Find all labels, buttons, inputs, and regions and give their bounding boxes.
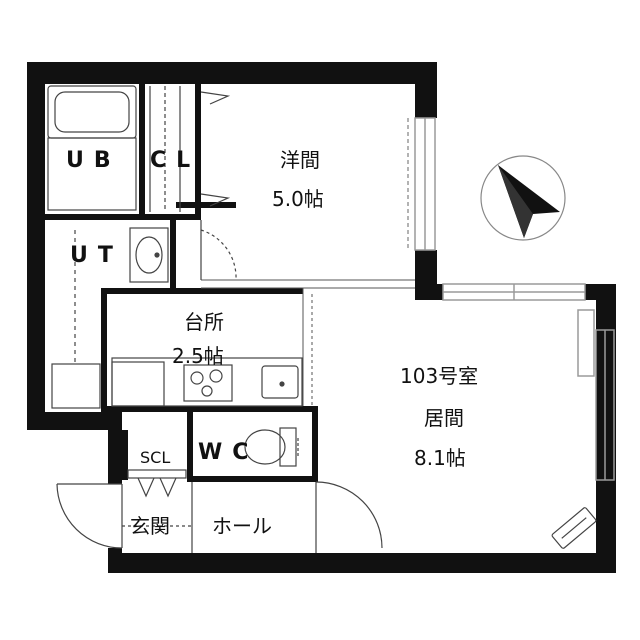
air-conditioner-icon [551, 507, 597, 549]
living-room-size: 8.1帖 [414, 446, 466, 470]
western-room-size: 5.0帖 [272, 187, 324, 211]
closet-icon [149, 86, 231, 212]
north-arrow-icon [480, 155, 566, 241]
entrance-door-icon [56, 483, 123, 549]
cl-label: CL [150, 148, 201, 173]
hall-label: ホール [212, 514, 272, 538]
entrance-label: 玄関 [130, 514, 170, 538]
washbasin-icon [129, 227, 169, 283]
exterior-walls [27, 62, 616, 573]
washing-machine-icon [51, 230, 101, 409]
wc-label: WC [198, 440, 259, 465]
shoe-closet-icon [127, 469, 187, 498]
kitchen-counter-icon [111, 357, 303, 407]
scl-label: SCL [140, 448, 171, 467]
toilet-icon [244, 427, 299, 467]
ut-label: UT [70, 243, 123, 268]
interior-walls [45, 84, 415, 482]
western-room-name: 洋間 [280, 148, 320, 172]
kitchen-size: 2.5帖 [172, 344, 224, 368]
kitchen-name: 台所 [184, 310, 224, 334]
unit-number: 103号室 [400, 364, 479, 388]
fixtures [47, 85, 597, 553]
bathtub-icon [47, 85, 137, 211]
ub-label: UB [66, 148, 121, 173]
living-door-icon [315, 481, 383, 553]
windows [407, 117, 615, 481]
living-room-name: 居間 [424, 406, 464, 430]
